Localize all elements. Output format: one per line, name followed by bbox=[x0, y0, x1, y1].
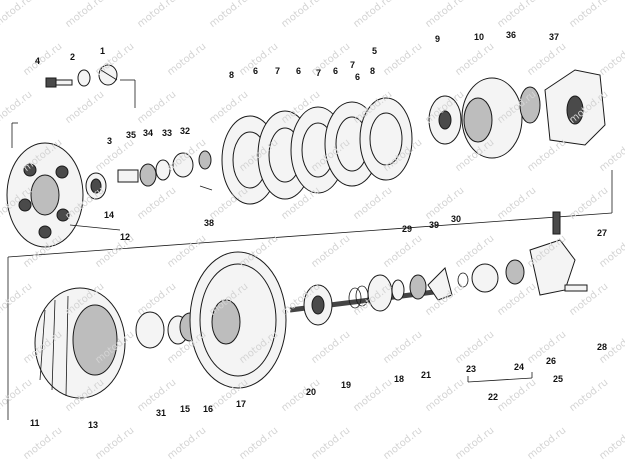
callout-31: 31 bbox=[156, 408, 167, 418]
callout-19: 19 bbox=[341, 380, 352, 390]
washer-2 bbox=[77, 69, 91, 87]
bearing-20 bbox=[303, 284, 333, 326]
callout-17: 17 bbox=[236, 399, 247, 409]
callout-16: 16 bbox=[203, 404, 214, 414]
callout-6: 6 bbox=[253, 66, 259, 76]
callout-7: 7 bbox=[316, 68, 322, 78]
callout-8: 8 bbox=[370, 66, 376, 76]
callout-26: 26 bbox=[546, 356, 557, 366]
callout-39: 39 bbox=[429, 220, 440, 230]
clutch-plate-stack bbox=[221, 97, 413, 205]
washer-21 bbox=[391, 279, 405, 301]
callout-15: 15 bbox=[180, 404, 191, 414]
callout-13: 13 bbox=[88, 420, 99, 430]
callout-7: 7 bbox=[350, 60, 356, 70]
callout-25: 25 bbox=[553, 374, 564, 384]
cover-37 bbox=[544, 69, 606, 146]
pushrod-assembly bbox=[117, 150, 213, 191]
callout-6: 6 bbox=[355, 72, 361, 82]
callout-20: 20 bbox=[306, 387, 317, 397]
spring-1 bbox=[98, 64, 118, 86]
bearing-36 bbox=[519, 86, 541, 124]
callout-32: 32 bbox=[180, 126, 191, 136]
outer-drum bbox=[34, 287, 126, 399]
callout-29: 29 bbox=[402, 224, 413, 234]
inner-hub bbox=[428, 95, 462, 145]
callout-7: 7 bbox=[275, 66, 281, 76]
callout-18: 18 bbox=[394, 374, 405, 384]
callout-38: 38 bbox=[204, 218, 215, 228]
callout-5: 5 bbox=[372, 46, 378, 56]
callout-3: 3 bbox=[107, 136, 113, 146]
pressure-plate bbox=[6, 142, 84, 248]
callout-30: 30 bbox=[451, 214, 462, 224]
callout-35: 35 bbox=[126, 130, 137, 140]
callout-21: 21 bbox=[421, 370, 432, 380]
callout-6: 6 bbox=[333, 66, 339, 76]
callout-23: 23 bbox=[466, 364, 477, 374]
slave-cylinder bbox=[457, 211, 588, 296]
callout-4: 4 bbox=[35, 56, 41, 66]
callout-1: 1 bbox=[100, 46, 106, 56]
callout-6: 6 bbox=[296, 66, 302, 76]
callout-22: 22 bbox=[488, 392, 499, 402]
frame-line-divider bbox=[7, 212, 613, 258]
callout-11: 11 bbox=[30, 418, 40, 428]
callout-8: 8 bbox=[229, 70, 235, 80]
clutch-drum-10 bbox=[461, 77, 523, 159]
callout-36: 36 bbox=[506, 30, 517, 40]
callout-14: 14 bbox=[104, 210, 115, 220]
bearing-14 bbox=[85, 172, 107, 200]
callout-12: 12 bbox=[120, 232, 131, 242]
callout-24: 24 bbox=[514, 362, 525, 372]
bracket-22 bbox=[467, 377, 533, 383]
seal-29 bbox=[409, 274, 427, 300]
bracket-12 bbox=[69, 224, 121, 231]
sleeve-31 bbox=[135, 311, 165, 349]
primary-gear bbox=[189, 251, 287, 389]
callout-9: 9 bbox=[435, 34, 441, 44]
callout-27: 27 bbox=[597, 228, 608, 238]
callout-33: 33 bbox=[162, 128, 173, 138]
callout-37: 37 bbox=[549, 32, 560, 42]
callout-2: 2 bbox=[70, 52, 76, 62]
bolt-4 bbox=[45, 77, 73, 88]
boot-39 bbox=[427, 267, 453, 301]
callout-34: 34 bbox=[143, 128, 154, 138]
callout-10: 10 bbox=[474, 32, 485, 42]
callout-28: 28 bbox=[597, 342, 608, 352]
